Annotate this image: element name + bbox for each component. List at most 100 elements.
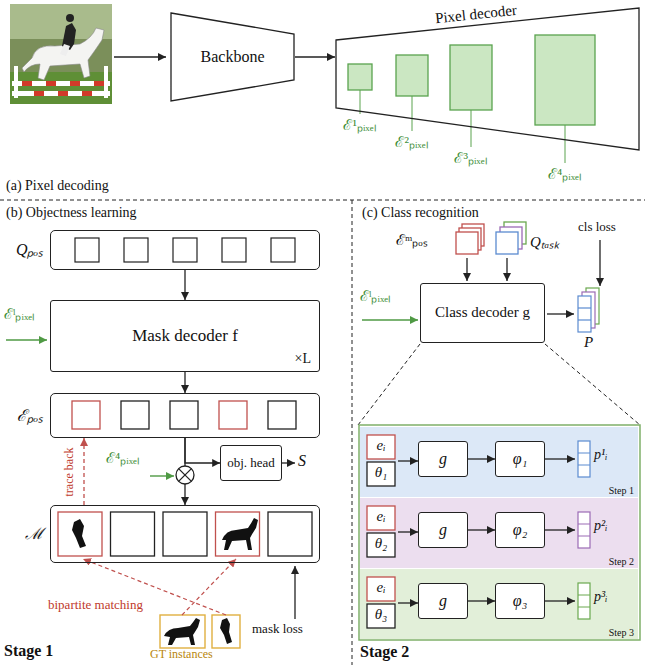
photo-grass <box>10 72 112 104</box>
step-3-deco <box>367 577 590 628</box>
node-text: g <box>439 592 447 610</box>
slot <box>219 401 247 429</box>
fence-stripe <box>70 81 80 86</box>
step-band <box>360 427 638 497</box>
vector <box>578 441 590 477</box>
node-text: θ₂ <box>364 535 398 552</box>
node-text: Class decoder g <box>435 304 530 321</box>
input-arrow <box>114 56 166 57</box>
vector <box>578 296 591 332</box>
node-text: Qₚₒₛ <box>16 241 43 259</box>
slot <box>271 238 295 262</box>
label: GT instances <box>150 648 213 662</box>
node-text: φ₂ <box>513 521 527 539</box>
fence-stripe <box>58 91 68 96</box>
node-text: ℳ <box>25 525 43 543</box>
connector <box>468 458 495 459</box>
multiply-op <box>179 469 192 482</box>
node-text: eᵢ <box>364 437 398 454</box>
feature-map <box>348 64 372 90</box>
node-text: g <box>439 450 447 468</box>
step-2-deco <box>367 506 590 557</box>
connector <box>398 602 418 603</box>
label: ℰ¹ₚᵢₓₑₗ <box>343 117 376 134</box>
label: ℰ²ₚᵢₓₑₗ <box>395 134 428 151</box>
label: (a) Pixel decoding <box>6 178 109 194</box>
connector <box>184 372 185 393</box>
classifier-block: φ₂ <box>495 512 545 548</box>
mask-decoder: Mask decoder f ×L <box>50 300 320 372</box>
feature-map <box>450 45 492 110</box>
leader-line <box>471 110 472 147</box>
slot <box>496 232 518 254</box>
horse-mask <box>164 618 200 645</box>
fence-stripe <box>94 81 104 86</box>
class-decoder-block: g <box>418 583 468 619</box>
photo <box>10 4 112 104</box>
label: p³ᵢ <box>594 589 607 605</box>
input-pair: eᵢθ₁ <box>364 433 398 489</box>
node-text: ×L <box>295 351 311 367</box>
label: ℰ³ₚᵢₓₑₗ <box>454 150 487 167</box>
gt-boxes <box>160 615 240 648</box>
vector-cell <box>578 465 590 466</box>
vector <box>578 512 590 548</box>
node-text: φ₁ <box>513 450 527 468</box>
zoom-line <box>358 344 420 425</box>
node-text: obj. head <box>227 456 275 471</box>
rider-head <box>66 14 74 22</box>
separator <box>0 200 645 201</box>
output-arrow <box>547 313 574 314</box>
label: ℰˡₚᵢₓₑₗ <box>4 306 35 323</box>
step-band <box>360 569 638 639</box>
feature-arrow <box>150 475 174 476</box>
slot <box>216 512 260 556</box>
input-pair: eᵢθ₃ <box>364 575 398 631</box>
pixel-decoder: Pixel decoder <box>335 0 640 152</box>
mask-slots <box>58 512 312 556</box>
node-text: Step 1 <box>609 485 634 497</box>
multiply-op <box>179 469 192 482</box>
backbone-block: Backbone <box>170 12 295 102</box>
output-arrow <box>545 458 575 459</box>
label: S <box>298 452 306 470</box>
vector-cell <box>578 536 590 537</box>
gt-box <box>212 615 240 648</box>
node-text: ℰₚₒₛ <box>17 406 43 424</box>
objectness-head: obj. head <box>220 445 282 481</box>
label: ℰˡₚᵢₓₑₗ <box>360 288 391 305</box>
embedding-slots <box>72 401 296 429</box>
leader-line <box>565 125 566 163</box>
multiply-op <box>176 466 194 484</box>
output-arrow <box>545 529 575 530</box>
slot <box>173 238 197 262</box>
connector <box>468 529 495 530</box>
vector <box>578 583 590 619</box>
score-arrow <box>281 462 295 463</box>
class-decoder-block: g <box>418 512 468 548</box>
query-row: Qₚₒₛ <box>50 230 320 270</box>
node-text: Pixel decoder <box>434 2 517 28</box>
label: ℰᵐₚₒₛ <box>396 232 428 249</box>
node-text: g <box>439 521 447 539</box>
slot <box>268 512 312 556</box>
feature-map <box>535 35 595 125</box>
vector-cell <box>578 595 590 596</box>
label: mask loss <box>252 622 303 637</box>
rider-mask <box>220 618 232 644</box>
slot <box>111 512 155 556</box>
slot <box>75 238 99 262</box>
embedding-row: ℰₚₒₛ <box>50 393 320 438</box>
label: ℰ⁴ₚᵢₓₑₗ <box>106 450 140 467</box>
vector-cell <box>578 607 590 608</box>
connector <box>184 270 185 300</box>
node-text: Mask decoder f <box>132 326 238 346</box>
label: (c) Class recognition <box>362 205 479 221</box>
step-band <box>360 498 638 568</box>
label: bipartite matching <box>48 598 143 613</box>
leader-line <box>360 90 361 114</box>
class-decoder: Class decoder g <box>420 283 545 343</box>
fence-stripe <box>22 81 32 86</box>
slot <box>456 232 478 254</box>
slot <box>163 512 207 556</box>
